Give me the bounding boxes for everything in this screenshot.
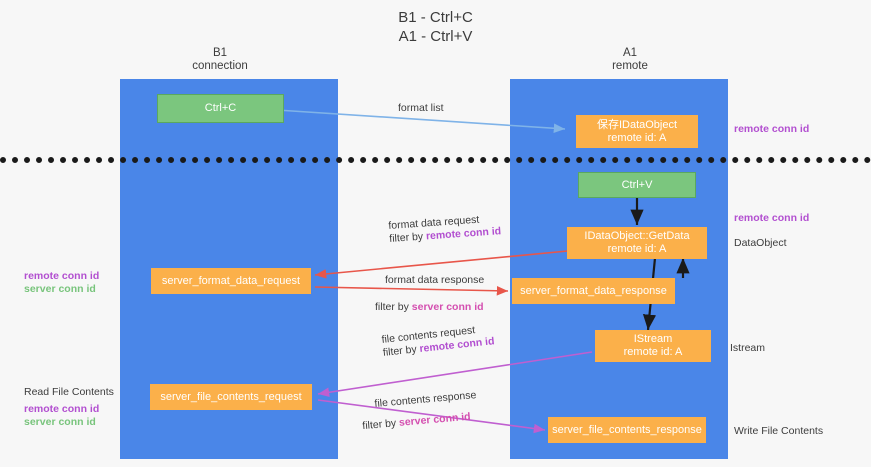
node-save-idataobject-line1: 保存IDataObject	[596, 118, 678, 131]
column-a1-role: remote	[612, 60, 648, 72]
column-a1-name: A1	[622, 47, 638, 59]
node-ctrl-c-label: Ctrl+C	[204, 102, 237, 114]
node-istream[interactable]: IStream remote id: A	[595, 330, 711, 362]
title-line-1: B1 - Ctrl+C	[398, 9, 473, 26]
annotation-istream: Istream	[730, 342, 766, 354]
arrow-format-list	[276, 109, 566, 134]
arrow-file-contents-response	[317, 399, 546, 434]
title-line-2: A1 - Ctrl+V	[398, 28, 473, 45]
filter-prefix: filter by	[375, 301, 412, 313]
node-save-idataobject[interactable]: 保存IDataObject remote id: A	[576, 115, 698, 148]
node-getdata-line1: IDataObject::GetData	[584, 230, 690, 242]
edge-format-list-text: format list	[398, 102, 444, 114]
node-server-format-data-response-label: server_format_data_response	[520, 284, 667, 297]
annotation-write-file-contents: Write File Contents	[734, 425, 824, 437]
node-server-format-data-request[interactable]: server_format_data_request	[151, 268, 311, 294]
annotation-left-remote-conn-id-mid: remote conn id	[24, 270, 100, 282]
annotation-left-server-conn-id-mid: server conn id	[24, 283, 96, 295]
arrow-format-data-request	[314, 249, 579, 279]
node-server-format-data-request-label: server_format_data_request	[161, 274, 301, 287]
annotation-remote-conn-id-mid: remote conn id	[734, 212, 810, 224]
annotation-dataobject: DataObject	[734, 237, 787, 249]
column-b1-role: connection	[192, 60, 248, 72]
edge-format-data-response-filter: filter by server conn id	[375, 301, 484, 314]
filter-key-server-conn-id: server conn id	[411, 301, 484, 313]
node-server-file-contents-response[interactable]: server_file_contents_response	[548, 417, 706, 443]
node-save-idataobject-line2: remote id: A	[607, 131, 667, 144]
phase-divider	[0, 157, 871, 163]
filter-prefix: filter by	[382, 343, 421, 359]
node-getdata-line2: remote id: A	[607, 243, 667, 255]
node-ctrl-c[interactable]: Ctrl+C	[157, 94, 284, 123]
edge-label-format-list: format list	[398, 102, 444, 115]
node-istream-line1: IStream	[633, 333, 673, 345]
annotation-left-remote-conn-id-bottom: remote conn id	[24, 403, 100, 415]
arrow-format-data-response	[314, 285, 509, 296]
node-server-file-contents-request[interactable]: server_file_contents_request	[150, 384, 312, 410]
column-header-a1: A1 remote	[560, 47, 700, 73]
node-server-file-contents-response-label: server_file_contents_response	[552, 423, 702, 436]
annotation-remote-conn-id-top: remote conn id	[734, 123, 810, 135]
node-ctrl-v-label: Ctrl+V	[621, 178, 653, 191]
column-header-b1: B1 connection	[150, 47, 290, 73]
filter-prefix: filter by	[388, 230, 427, 245]
node-idataobject-getdata[interactable]: IDataObject::GetData remote id: A	[567, 227, 707, 259]
filter-prefix: filter by	[361, 416, 400, 433]
node-server-format-data-response[interactable]: server_format_data_response	[512, 278, 675, 304]
node-istream-line2: remote id: A	[623, 346, 683, 358]
edge-label-format-data-response: format data response filter by server co…	[375, 274, 485, 314]
node-server-file-contents-request-label: server_file_contents_request	[160, 390, 302, 403]
edge-format-data-response-text: format data response	[385, 274, 485, 286]
node-ctrl-v[interactable]: Ctrl+V	[578, 172, 696, 198]
annotation-left-server-conn-id-bottom: server conn id	[24, 416, 96, 428]
annotation-read-file-contents: Read File Contents	[24, 386, 114, 398]
diagram-title: B1 - Ctrl+C A1 - Ctrl+V	[0, 8, 871, 46]
column-b1-name: B1	[212, 47, 228, 59]
arrow-file-contents-request	[317, 351, 593, 398]
